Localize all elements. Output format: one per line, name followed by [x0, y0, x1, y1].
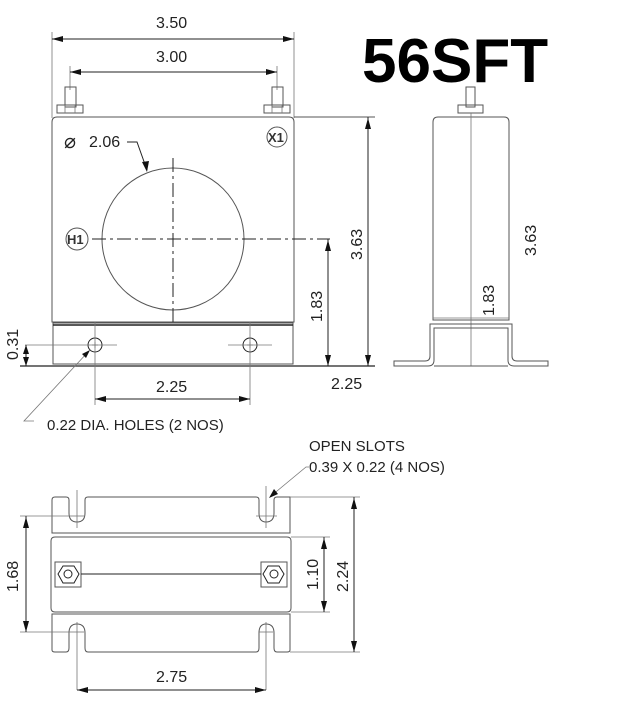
hex-nut-left — [54, 561, 82, 588]
slots-note-line1: OPEN SLOTS — [309, 438, 405, 455]
dim-hole-spacing: 2.25 — [156, 379, 187, 396]
dim-overall-depth: 2.24 — [335, 561, 352, 592]
holes-note: 0.22 DIA. HOLES (2 NOS) — [47, 417, 224, 434]
x1-terminal-marker — [266, 126, 288, 148]
side-dim-overall-height: 3.63 — [523, 225, 540, 256]
dim-base-depth: 2.25 — [331, 376, 362, 393]
terminal-stud-right — [263, 86, 291, 114]
bottom-view: OPEN SLOTS 0.39 X 0.22 (4 NOS) — [5, 438, 445, 693]
side-dim-center-height: 1.83 — [481, 285, 498, 316]
side-view: 3.63 1.83 — [393, 86, 549, 367]
h1-label: H1 — [67, 232, 84, 247]
front-view: 3.50 3.00 — [5, 15, 375, 434]
x1-label: X1 — [268, 130, 284, 145]
dim-hole-height: 0.31 — [5, 329, 22, 360]
dim-center-height: 1.83 — [309, 291, 326, 322]
dim-overall-height: 3.63 — [349, 229, 366, 260]
dim-terminal-spacing: 3.00 — [156, 49, 187, 66]
dim-window-diameter: 2.06 — [89, 134, 120, 151]
h1-terminal-marker — [65, 227, 89, 251]
hex-nut-right — [260, 561, 288, 588]
diameter-symbol: ⌀ — [64, 131, 76, 153]
dim-overall-width: 3.50 — [156, 15, 187, 32]
dim-slot-spacing: 2.75 — [156, 669, 187, 686]
model-title: 56SFT — [362, 27, 548, 96]
slots-note-line2: 0.39 X 0.22 (4 NOS) — [309, 459, 445, 476]
terminal-stud-left — [56, 86, 84, 114]
dim-body-depth: 1.10 — [305, 559, 322, 590]
dim-slot-row-spacing: 1.68 — [5, 561, 22, 592]
